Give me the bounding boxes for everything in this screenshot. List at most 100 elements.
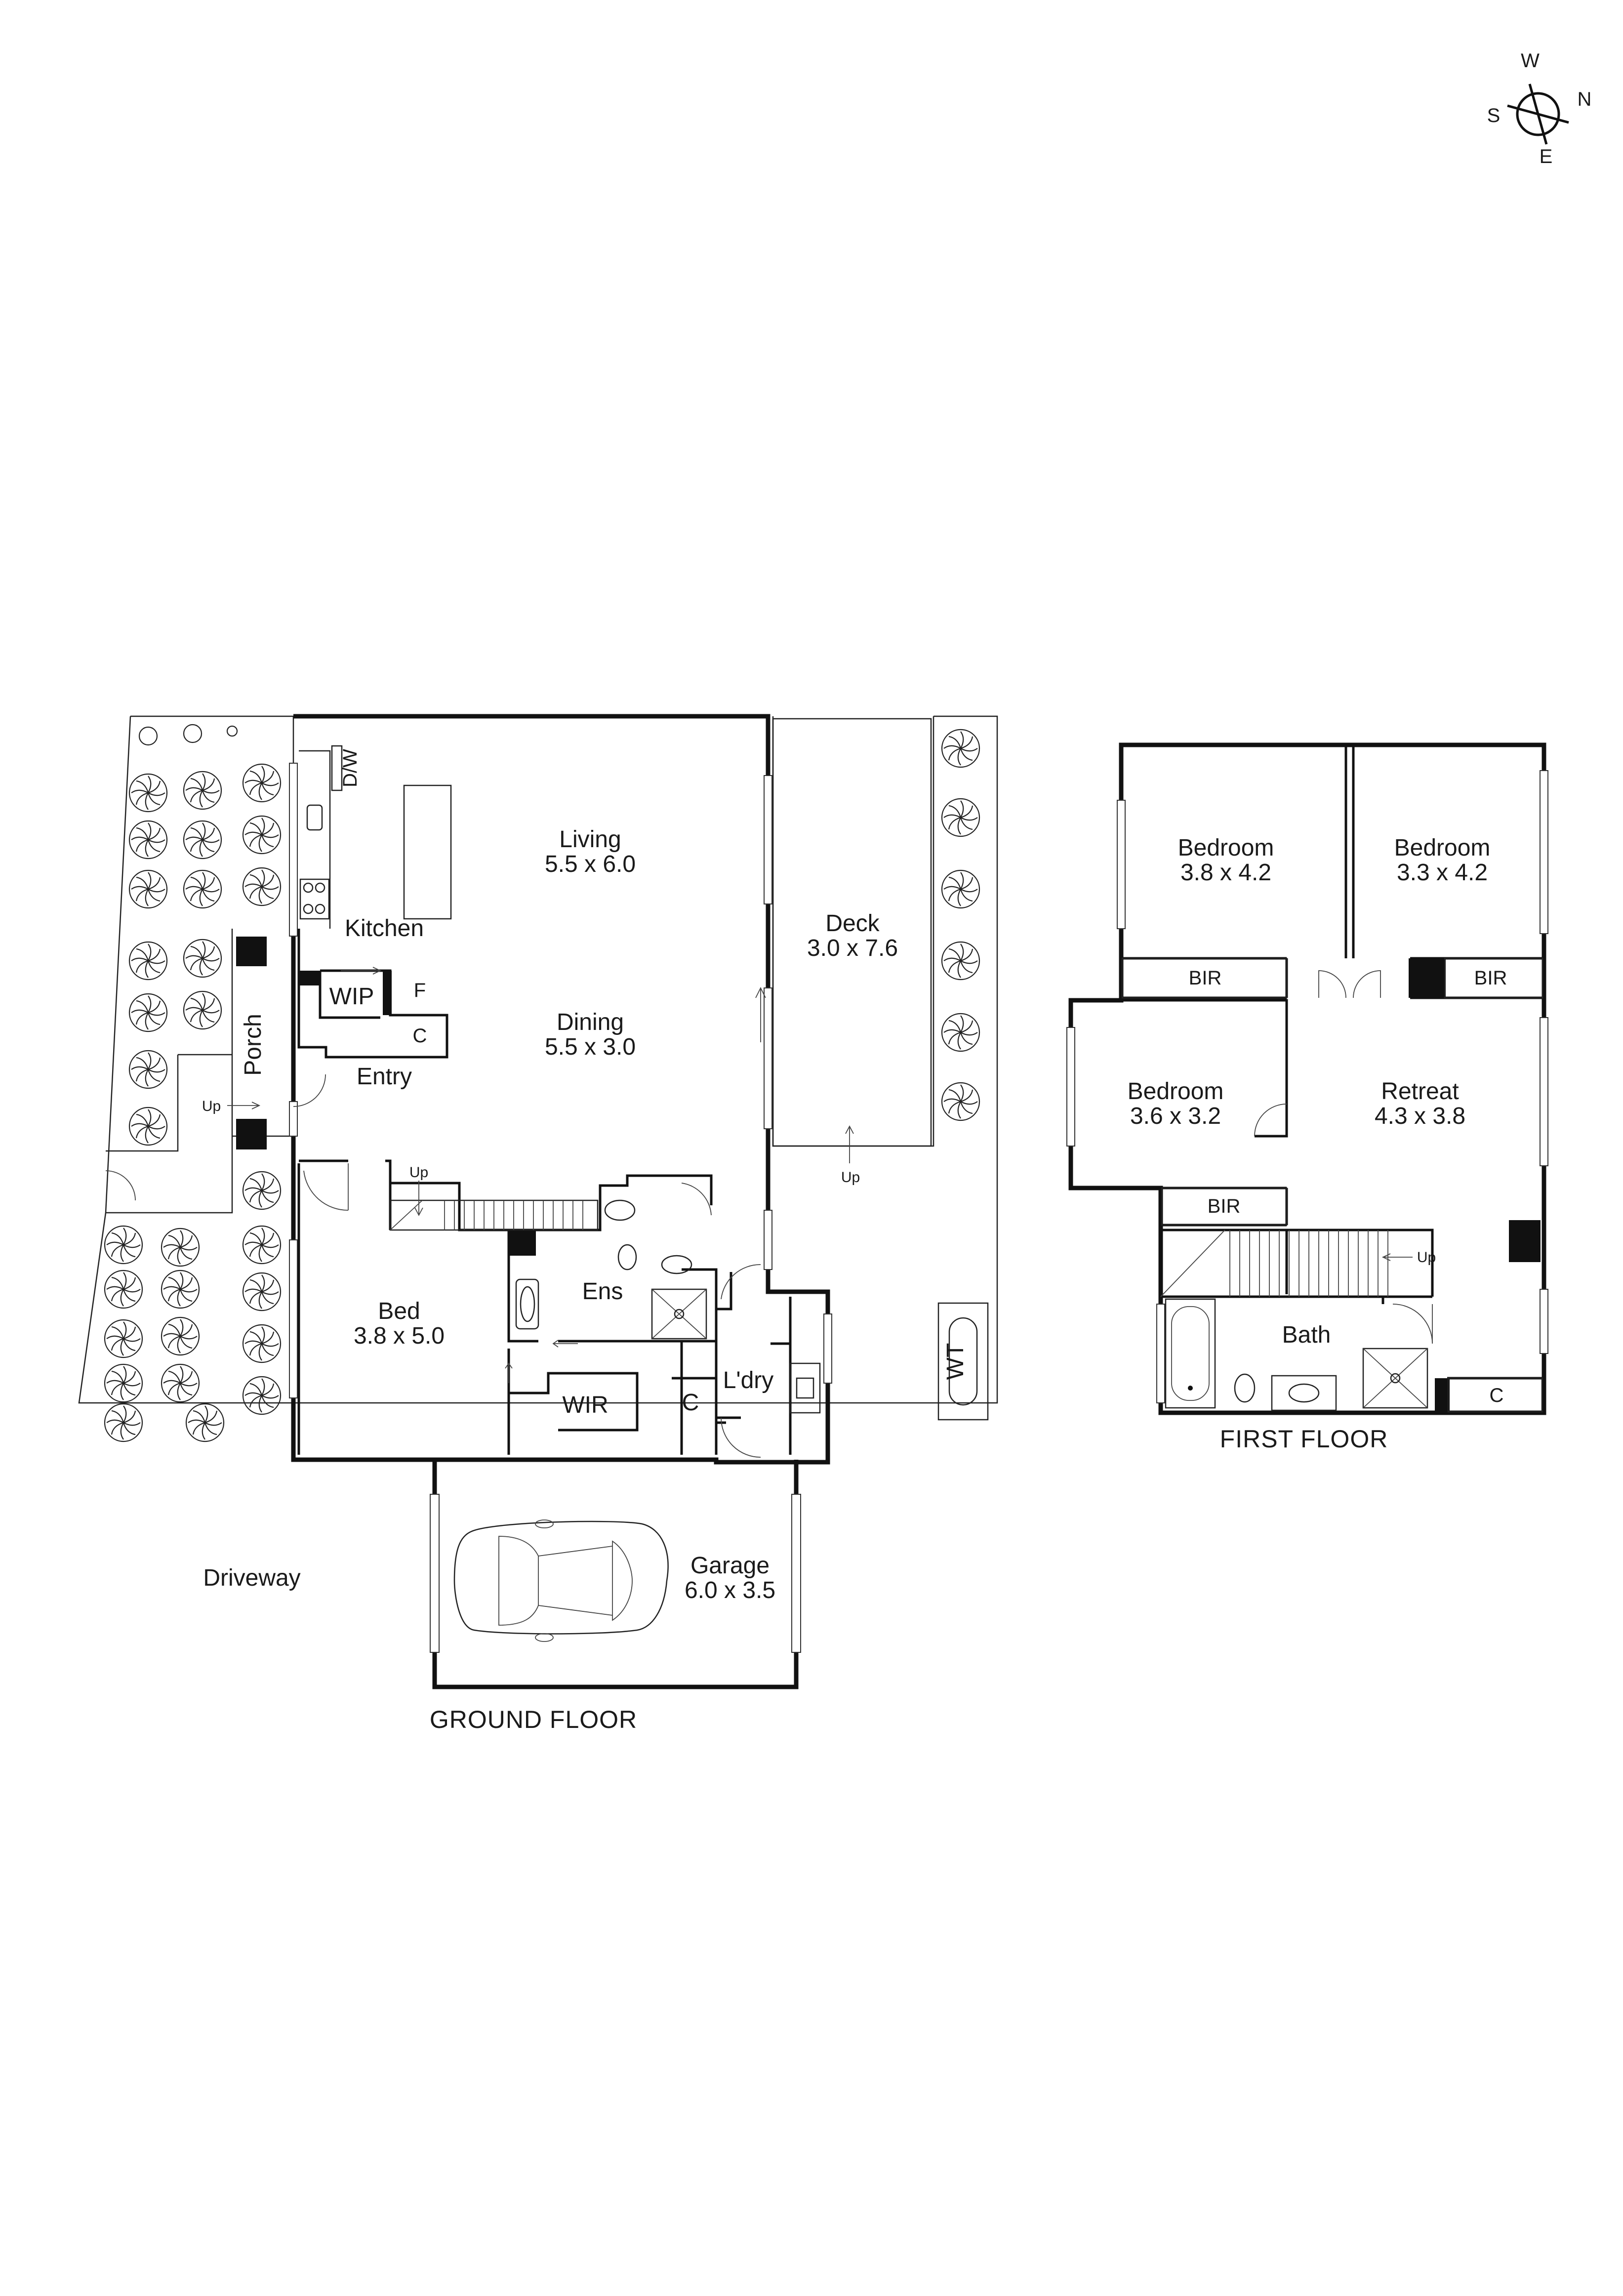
ens-wall [507, 1230, 718, 1455]
deck-size: 3.0 x 7.6 [807, 935, 898, 961]
bath-column [1435, 1378, 1450, 1412]
deck-label: Deck [825, 910, 880, 937]
driveway-label: Driveway [203, 1565, 300, 1591]
tree-icon [941, 941, 980, 981]
bedroom1-label: Bedroom [1178, 835, 1274, 861]
bir1-box [1121, 957, 1288, 999]
tree-icon [941, 729, 980, 768]
ens-label: Ens [582, 1278, 623, 1305]
bedroom2-door-arc [1353, 970, 1381, 998]
sink [306, 804, 323, 831]
wir-wall [509, 1341, 716, 1455]
garden-trees [104, 724, 980, 1442]
shrub-icon [138, 726, 158, 746]
bath-door-arc [1392, 1304, 1433, 1344]
entry-window-left [289, 1101, 298, 1137]
deck-up-arrow [845, 1125, 854, 1163]
wip-label: WIP [329, 984, 374, 1010]
tree-icon [104, 1270, 143, 1309]
bedroom2-label: Bedroom [1394, 835, 1491, 861]
garage-window-right [791, 1494, 801, 1653]
tree-icon [242, 1376, 282, 1415]
first-floor-title: FIRST FLOOR [1220, 1425, 1388, 1453]
ground-floor-title: GROUND FLOOR [430, 1706, 637, 1733]
compass: W N S E [1487, 50, 1592, 167]
porch-column-bottom [236, 1119, 267, 1149]
porch-label: Porch [240, 1014, 266, 1075]
tree-icon [104, 1319, 143, 1358]
tree-icon [128, 1050, 168, 1089]
hall-window-right [764, 1210, 772, 1270]
dining-window-right [764, 987, 772, 1129]
ens-door-arc [681, 1183, 712, 1216]
bath-fixtures [1165, 1298, 1428, 1411]
tree-icon [941, 798, 980, 837]
tree-icon [128, 773, 168, 813]
wip-arrow [341, 967, 382, 975]
cooktop [299, 878, 330, 920]
deck-area [772, 718, 932, 1147]
ens-fixtures [515, 1199, 707, 1340]
bed-label: Bed [378, 1298, 420, 1324]
bed-door-arc [303, 1163, 349, 1211]
tree-icon [242, 763, 282, 803]
kitchen-column [299, 971, 321, 985]
tree-icon [161, 1363, 200, 1403]
tree-icon [161, 1316, 200, 1356]
living-window-right [764, 775, 772, 904]
living-label: Living [559, 826, 621, 853]
retreat-column [1509, 1220, 1541, 1262]
laundry-window-right [823, 1313, 832, 1384]
bedroom1-door-arc [1318, 970, 1346, 998]
bed-size: 3.8 x 5.0 [354, 1323, 445, 1349]
hall-up-label: Up [409, 1164, 428, 1181]
tree-icon [183, 939, 222, 978]
ens-column [509, 1231, 536, 1256]
wip-column [383, 971, 392, 1015]
first-up-label: Up [1417, 1249, 1436, 1266]
bedroom2-window [1540, 770, 1548, 934]
porch-column-top [236, 937, 267, 966]
tree-icon [242, 815, 282, 855]
tree-icon [242, 1171, 282, 1210]
tree-icon [128, 869, 168, 909]
laundry-sink [796, 1377, 814, 1399]
garage-size: 6.0 x 3.5 [685, 1577, 775, 1603]
retreat-label: Retreat [1381, 1078, 1459, 1105]
dishwasher-label: D/W [339, 749, 361, 787]
first-floor-stairs [1160, 1230, 1413, 1297]
deck-up-label: Up [841, 1169, 860, 1186]
bir1-label: BIR [1189, 967, 1222, 989]
kitchen-window-left [289, 763, 298, 937]
bed-wall-top [297, 1159, 713, 1455]
bath-window [1156, 1304, 1165, 1403]
dishwasher [331, 745, 343, 791]
compass-n-label: N [1578, 88, 1592, 110]
retreat-window-top [1540, 1017, 1548, 1166]
bedroom3-door-arc [1254, 1104, 1287, 1137]
laundry-label: L'dry [723, 1367, 774, 1394]
tree-icon [183, 990, 222, 1030]
tree-icon [242, 1324, 282, 1363]
tree-icon [128, 941, 168, 981]
bedroom2-size: 3.3 x 4.2 [1397, 860, 1488, 886]
retreat-size: 4.3 x 3.8 [1375, 1103, 1465, 1129]
bir3-label: BIR [1208, 1195, 1241, 1217]
shrub-icon [226, 725, 238, 737]
bedroom3-label: Bedroom [1128, 1078, 1224, 1105]
water-tank-label: WT [942, 1343, 969, 1380]
kitchen-bench [299, 750, 331, 929]
garage-label: Garage [690, 1553, 770, 1579]
first-floor: Bedroom 3.8 x 4.2 Bedroom 3.3 x 4.2 BIR … [1066, 742, 1548, 1453]
kitchen-cupboard-label: C [413, 1025, 427, 1047]
porch-up-label: Up [202, 1098, 221, 1114]
deck-door-arrow [755, 986, 766, 1042]
garden-gate-arc [105, 1170, 136, 1201]
ground-floor: Living 5.5 x 6.0 Kitchen D/W WIP F C Din… [78, 714, 998, 1733]
first-cupboard-label: C [1490, 1385, 1504, 1406]
bir2-box [1444, 957, 1543, 999]
bir3-box [1161, 1187, 1288, 1226]
bir2-label: BIR [1474, 967, 1507, 989]
tree-icon [242, 1272, 282, 1312]
